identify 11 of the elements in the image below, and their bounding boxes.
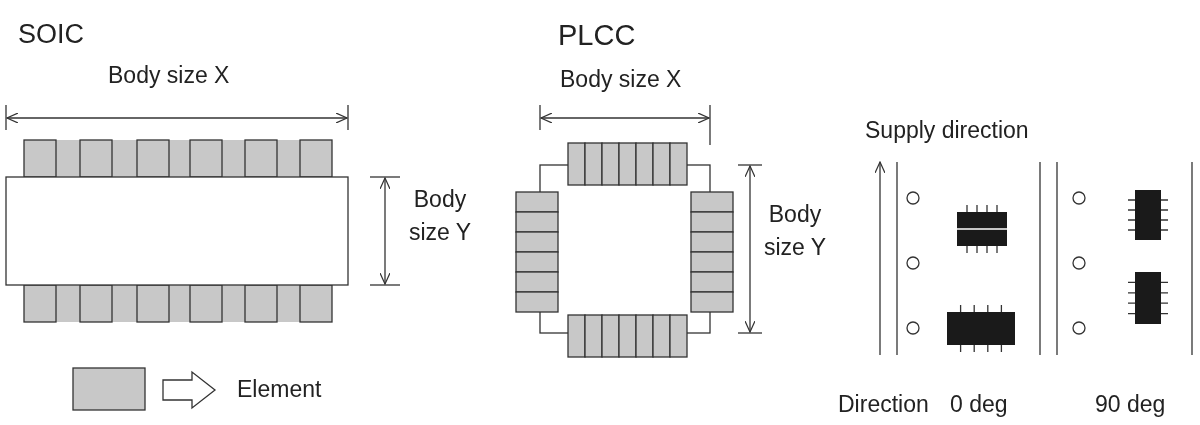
axis-label: Supply direction <box>865 117 1029 145</box>
legend-label: Element <box>237 376 322 404</box>
dimension-label: Body size X <box>560 66 682 94</box>
package-title: PLCC <box>558 18 636 53</box>
angle-label: 90 deg <box>1095 391 1166 419</box>
dimension-label: Body size Y <box>762 200 828 263</box>
package-title: SOIC <box>18 18 84 51</box>
axis-label: Direction <box>838 391 929 419</box>
dimension-label: Body size Y <box>407 185 473 248</box>
dimension-label: Body size X <box>108 62 230 90</box>
angle-label: 0 deg <box>950 391 1008 419</box>
